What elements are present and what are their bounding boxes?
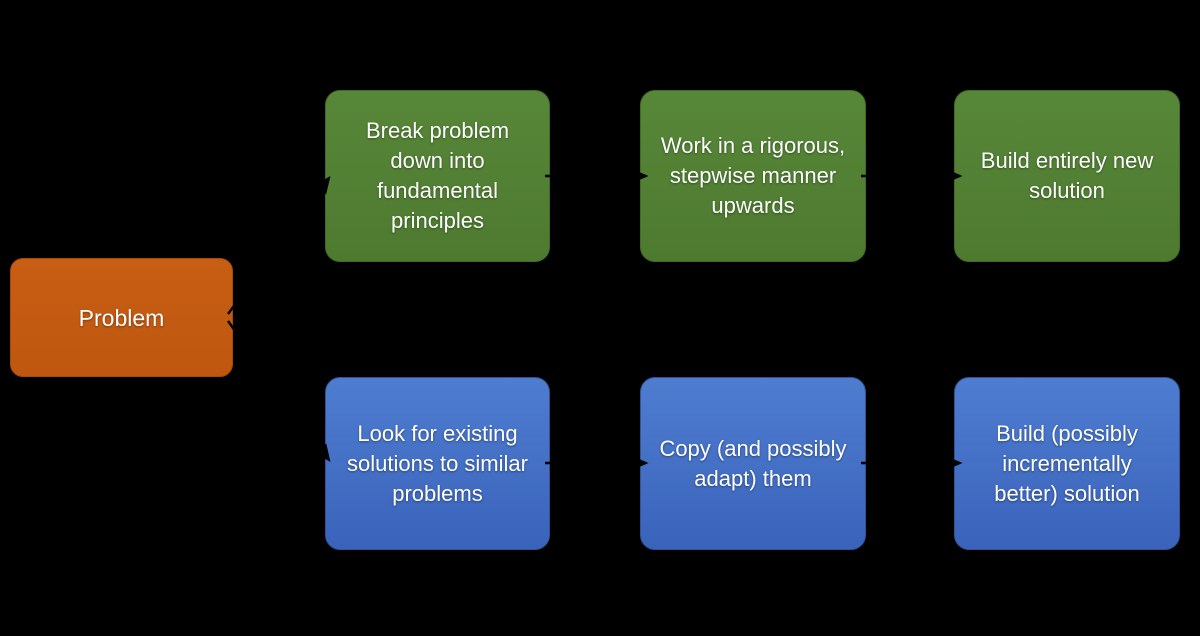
node-look-for-existing-solutions-label: Look for existing solutions to similar p… [347, 420, 528, 506]
node-build-new-solution-label: Build entirely new solution [980, 148, 1154, 203]
node-build-new-solution: Build entirely new solution [954, 90, 1180, 262]
node-build-incrementally-better: Build (possibly incrementally better) so… [954, 377, 1180, 550]
connector-problem-to-bottom-1 [226, 320, 331, 463]
node-problem-label: Problem [78, 304, 165, 331]
node-work-stepwise-upwards-label: Work in a rigorous, stepwise manner upwa… [660, 133, 846, 218]
connector-problem-to-top-1 [226, 175, 331, 315]
node-look-for-existing-solutions: Look for existing solutions to similar p… [325, 377, 550, 550]
node-break-problem-down-label: Break problem down into fundamental prin… [365, 118, 510, 233]
node-work-stepwise-upwards: Work in a rigorous, stepwise manner upwa… [640, 90, 866, 262]
node-problem: Problem [10, 258, 233, 377]
node-copy-adapt-them: Copy (and possibly adapt) them [640, 377, 866, 550]
node-copy-adapt-them-label: Copy (and possibly adapt) them [659, 435, 847, 491]
node-break-problem-down: Break problem down into fundamental prin… [325, 90, 550, 262]
node-build-incrementally-better-label: Build (possibly incrementally better) so… [994, 420, 1140, 506]
